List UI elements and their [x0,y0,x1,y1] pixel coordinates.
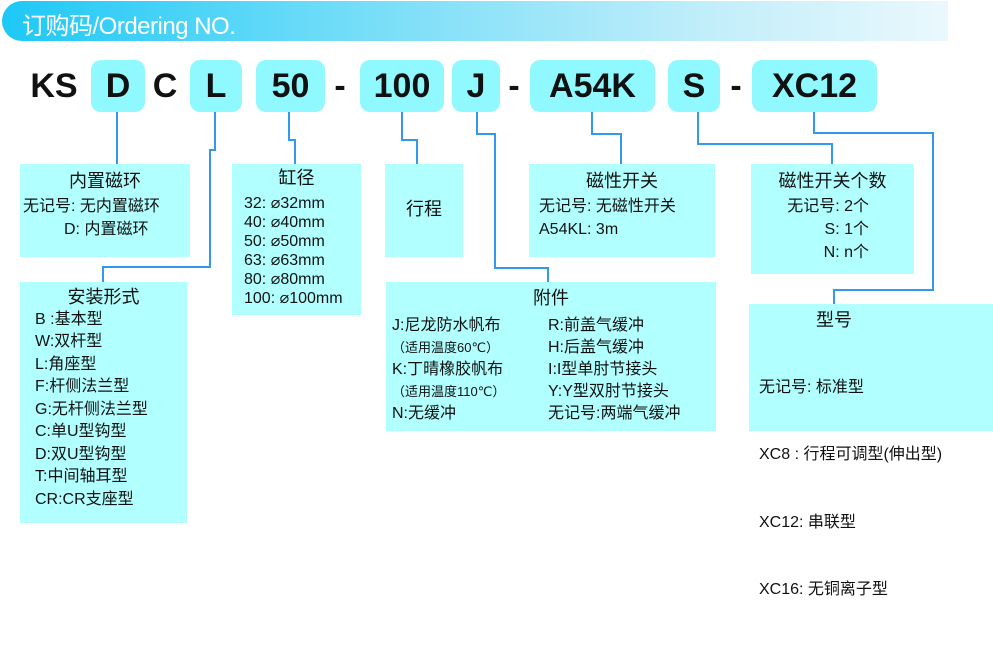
box-row: 无记号:两端气缓冲 [548,405,681,422]
accessory-box: 附件 J:尼龙防水帆布 （适用温度60℃） K:丁晴橡胶帆布 （适用温度110℃… [386,282,716,431]
code-model: XC12 [752,60,877,112]
box-row: R:前盖气缓冲 [548,317,645,334]
code-prefix: KS [30,67,78,105]
code-bore: 50 [256,60,325,112]
box-row: 无记号: 2个 [787,198,869,215]
code-mount: L [190,60,242,112]
box-row: 50: ⌀50mm [244,233,325,250]
box-row: B :基本型 [35,310,103,328]
box-row: C:单U型钩型 [35,423,127,440]
box-row: D: 内置磁环 [64,221,149,238]
stroke-box: 行程 [385,164,463,257]
box-row: I:I型单肘节接头 [548,361,658,378]
box-row: S: 1个 [824,221,869,238]
box-title: 安装形式 [67,287,140,307]
page-title: 订购码/Ordering NO. [22,13,236,40]
box-title: 磁性开关个数 [778,171,887,191]
box-row: 32: ⌀32mm [244,195,325,212]
box-row: G:无杆侧法兰型 [35,400,148,418]
line-accessory [476,112,549,282]
box-title: 缸径 [278,168,315,188]
box-row: D:双U型钩型 [35,445,127,463]
box-row: 无记号: 无磁性开关 [539,198,676,215]
mount-box: 安装形式 B :基本型 W:双杆型 L:角座型 F:杆侧法兰型 G:无杆侧法兰型… [20,282,187,523]
header-banner: 订购码/Ordering NO. [2,1,948,41]
box-row: A54KL: 3m [539,221,619,238]
code-switch: A54K [530,60,655,112]
box-row: 无记号: 标准型 [759,378,864,396]
box-row: 无记号: 无内置磁环 [23,198,160,215]
box-row: K:丁晴橡胶帆布 [392,361,504,378]
bore-box: 缸径 32: ⌀32mm 40: ⌀40mm 50: ⌀50mm 63: ⌀63… [232,164,361,315]
code-magnet: D [91,60,145,112]
code-stroke: 100 [360,60,444,112]
magnet-box: 内置磁环 无记号: 无内置磁环 D: 内置磁环 [20,164,190,257]
box-row: 100: ⌀100mm [244,290,343,307]
line-bore [288,112,296,164]
line-mount [102,112,216,282]
code-accessory: J [452,60,500,112]
box-title: 磁性开关 [586,171,658,191]
box-row: T:中间轴耳型 [35,468,128,485]
line-stroke [401,112,418,164]
switch-count-box: 磁性开关个数 无记号: 2个 S: 1个 N: n个 [751,164,914,274]
box-row: N: n个 [823,244,869,261]
box-title: 型号 [816,310,852,330]
code-c: C [152,67,178,105]
box-row: XC12: 串联型 [759,513,856,531]
line-count [697,112,833,164]
switch-box: 磁性开关 无记号: 无磁性开关 A54KL: 3m [529,164,715,257]
box-row: 80: ⌀80mm [244,271,325,288]
box-row: N:无缓冲 [392,405,457,422]
box-row: J:尼龙防水帆布 [392,317,501,334]
code-dash: - [334,67,346,105]
box-row: 63: ⌀63mm [244,252,325,269]
code-dash: - [730,67,742,105]
box-row: Y:Y型双肘节接头 [548,383,669,400]
box-row: F:杆侧法兰型 [35,378,130,395]
connector-lines [102,112,934,304]
box-row: CR:CR支座型 [35,490,134,508]
box-row: W:双杆型 [35,333,103,350]
model-box: 型号 无记号: 标准型 XC8 : 行程可调型(伸出型) XC12: 串联型 X… [749,304,993,598]
box-note: （适用温度60℃） [392,340,500,355]
line-switch [591,112,622,164]
box-title: 附件 [533,288,569,308]
box-note: （适用温度110℃） [392,384,506,399]
box-row: XC16: 无铜离子型 [759,581,888,598]
box-row: H:后盖气缓冲 [548,339,645,356]
code-dash: - [508,67,520,105]
box-title: 内置磁环 [69,171,141,191]
box-row: XC8 : 行程可调型(伸出型) [759,446,943,463]
box-row: L:角座型 [35,355,97,373]
line-model [813,112,934,304]
box-title: 行程 [406,199,442,219]
box-row: 40: ⌀40mm [244,214,325,231]
code-switch-count: S [668,60,720,112]
